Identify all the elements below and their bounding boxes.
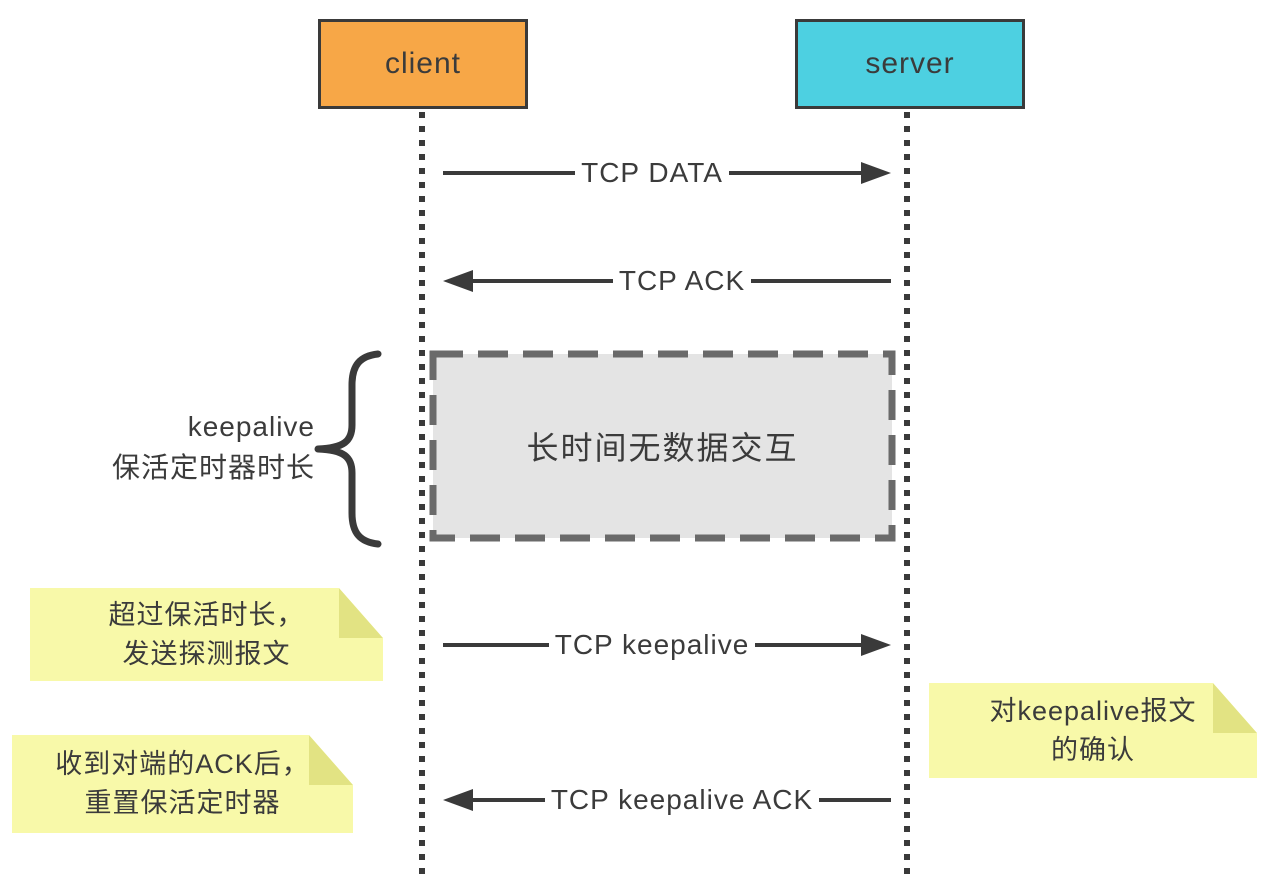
- note-line1: 收到对端的ACK后，: [55, 749, 310, 779]
- arrow-line: [443, 171, 576, 175]
- arrow-line: [819, 798, 892, 802]
- arrow-line: [443, 643, 549, 647]
- client-actor-box: client: [318, 19, 528, 109]
- client-actor-label: client: [384, 47, 462, 80]
- note-send-probe: 超过保活时长， 发送探测报文: [30, 588, 383, 681]
- message-label: TCP ACK: [618, 265, 746, 296]
- keepalive-brace-icon: [314, 350, 382, 548]
- server-actor-box: server: [795, 19, 1025, 109]
- message-label: TCP DATA: [581, 157, 723, 188]
- arrow-line: [473, 279, 613, 283]
- arrow-line: [751, 279, 891, 283]
- note-line2: 重置保活定时器: [84, 788, 281, 818]
- message-tcp-keepalive: TCP keepalive: [443, 627, 892, 663]
- server-actor-label: server: [865, 47, 955, 80]
- arrowhead-left-icon: [443, 789, 473, 811]
- idle-period-label: 长时间无数据交互: [526, 430, 799, 466]
- message-label: TCP keepalive ACK: [550, 784, 814, 815]
- message-tcp-keepalive-ack: TCP keepalive ACK: [443, 782, 892, 818]
- note-fold-icon: [309, 735, 353, 785]
- message-label: TCP keepalive: [554, 629, 750, 660]
- note-fold-icon: [1213, 683, 1257, 733]
- arrow-line: [473, 798, 545, 802]
- note-keepalive-ack: 对keepalive报文 的确认: [929, 683, 1257, 778]
- arrowhead-right-icon: [861, 634, 892, 656]
- message-tcp-data: TCP DATA: [443, 155, 892, 191]
- note-fold-icon: [339, 588, 383, 638]
- note-reset-timer: 收到对端的ACK后， 重置保活定时器: [12, 735, 353, 833]
- idle-period-box: 长时间无数据交互: [429, 350, 896, 542]
- server-lifeline: [904, 112, 910, 876]
- note-line1: 对keepalive报文: [989, 695, 1197, 726]
- arrow-line: [755, 643, 862, 647]
- message-tcp-ack: TCP ACK: [443, 263, 891, 299]
- client-lifeline: [419, 112, 425, 876]
- arrowhead-left-icon: [443, 270, 473, 292]
- note-line1: 超过保活时长，: [108, 599, 305, 630]
- note-line2: 发送探测报文: [122, 638, 291, 669]
- arrow-line: [728, 171, 862, 175]
- arrowhead-right-icon: [861, 162, 892, 184]
- brace-label-line1: keepalive: [187, 411, 315, 442]
- note-line2: 的确认: [1051, 734, 1135, 765]
- brace-label-line2: 保活定时器时长: [111, 452, 315, 483]
- keepalive-brace-label: keepalive 保活定时器时长: [30, 406, 315, 488]
- dashed-border: [429, 350, 896, 542]
